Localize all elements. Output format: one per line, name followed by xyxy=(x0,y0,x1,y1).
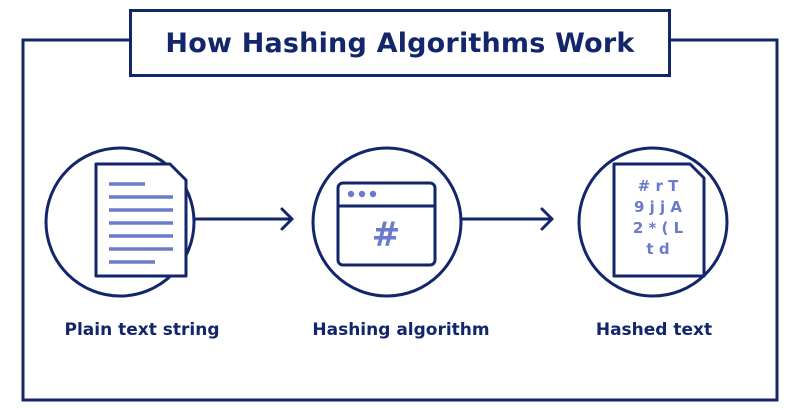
hash-symbol: # xyxy=(372,215,401,255)
document-icon xyxy=(94,162,188,278)
arrow-right-icon xyxy=(193,207,294,231)
step-label-plain-text: Plain text string xyxy=(64,320,220,340)
hashed-text-line: t d xyxy=(646,240,669,258)
hashed-text-line: # r T xyxy=(638,177,679,195)
browser-window-hash-icon: # xyxy=(336,181,437,267)
hashed-text-line: 2 * ( L xyxy=(633,219,684,237)
hashed-text-lines: # r T 9 j j A 2 * ( L t d xyxy=(633,177,684,258)
hashed-document-icon: # r T 9 j j A 2 * ( L t d xyxy=(612,162,706,278)
title-box: How Hashing Algorithms Work xyxy=(129,9,671,77)
step-label-hashed-text: Hashed text xyxy=(595,320,713,340)
hashed-text-line: 9 j j A xyxy=(634,198,682,216)
step-label-hashing-algorithm: Hashing algorithm xyxy=(312,320,490,340)
arrow-right-icon xyxy=(460,207,554,231)
diagram-title: How Hashing Algorithms Work xyxy=(165,27,635,59)
